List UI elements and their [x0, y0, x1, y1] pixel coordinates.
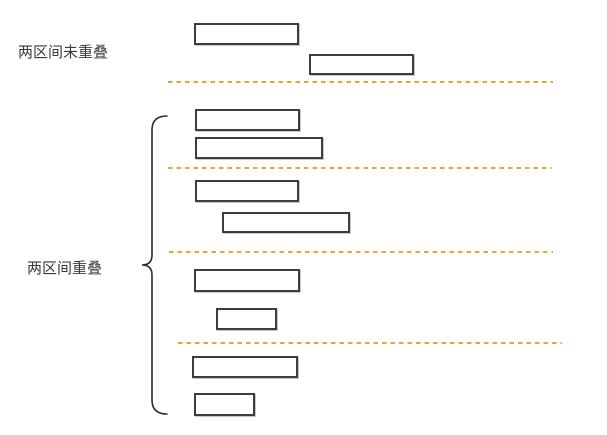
interval-rect-overlap-case-4	[192, 356, 298, 378]
interval-rect-overlap-case-3	[216, 308, 277, 330]
interval-rect-non-overlap	[309, 54, 414, 75]
interval-rect-overlap-case-2	[195, 180, 299, 202]
interval-rect-overlap-case-2	[222, 212, 350, 233]
interval-rect-overlap-case-1	[195, 137, 323, 159]
label-non-overlapping: 两区间未重叠	[18, 44, 109, 61]
interval-rect-overlap-case-3	[194, 269, 300, 292]
interval-rect-non-overlap	[194, 23, 299, 45]
interval-rect-overlap-case-4	[194, 393, 255, 416]
label-overlapping: 两区间重叠	[27, 260, 103, 277]
group-brace	[141, 115, 168, 415]
interval-rect-overlap-case-1	[195, 109, 300, 131]
